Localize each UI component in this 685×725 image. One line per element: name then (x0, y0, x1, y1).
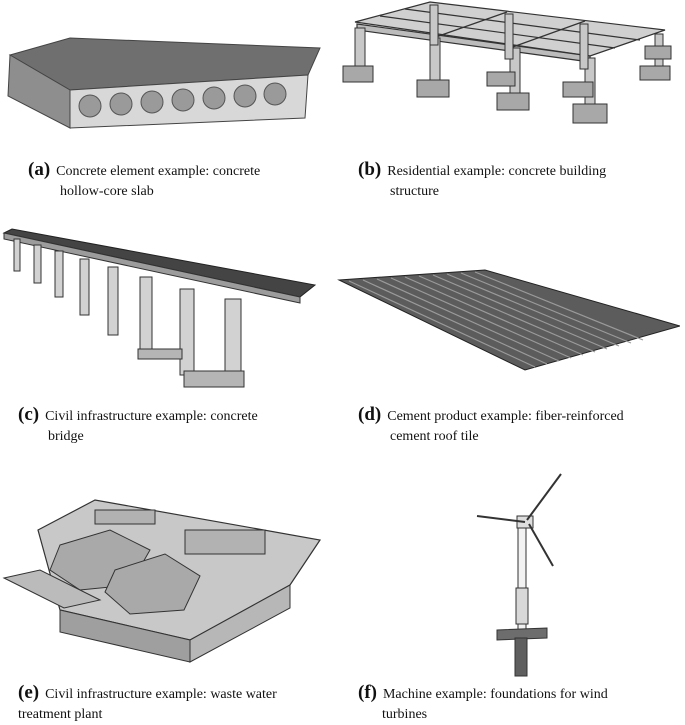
treatment-plant-illustration (2, 499, 322, 663)
caption-line-1: Concrete element example: concrete (56, 164, 261, 179)
wind-turbine-illustration (476, 473, 562, 677)
caption-line-2: hollow-core slab (60, 184, 154, 199)
caption-e: (e) Civil infrastructure example: waste w… (18, 683, 318, 725)
building-frame-illustration (342, 1, 672, 124)
caption-line-1: Civil infrastructure example: concrete (45, 409, 258, 424)
caption-line-2: structure (390, 184, 439, 199)
caption-line-1: Machine example: foundations for wind (382, 687, 608, 702)
panel-tag: (f) (358, 682, 377, 703)
panel-tag: (e) (18, 682, 40, 703)
caption-line-2: turbines (382, 707, 428, 722)
caption-line-1: Cement product example: fiber-reinforced (387, 409, 624, 424)
roof-tile-illustration (337, 269, 680, 371)
caption-line-1: Civil infrastructure example: waste wate… (45, 687, 277, 702)
panel-tag: (d) (358, 404, 382, 425)
caption-f: (f) Machine example: foundations for wind… (358, 683, 658, 725)
hollow-core-slab-illustration (7, 37, 321, 129)
caption-d: (d) Cement product example: fiber-reinfor… (358, 405, 658, 447)
caption-a: (a) Concrete element example: concrete ho… (28, 160, 328, 202)
caption-line-1: Residential example: concrete building (387, 164, 607, 179)
caption-c: (c) Civil infrastructure example: concret… (18, 405, 318, 447)
caption-line-2: cement roof tile (390, 429, 479, 444)
caption-line-2: treatment plant (18, 707, 103, 722)
caption-b: (b) Residential example: concrete buildin… (358, 160, 658, 202)
caption-line-2: bridge (48, 429, 84, 444)
panel-tag: (b) (358, 159, 382, 180)
panel-tag: (a) (28, 159, 51, 180)
panel-tag: (c) (18, 404, 40, 425)
concrete-bridge-illustration (2, 228, 317, 388)
